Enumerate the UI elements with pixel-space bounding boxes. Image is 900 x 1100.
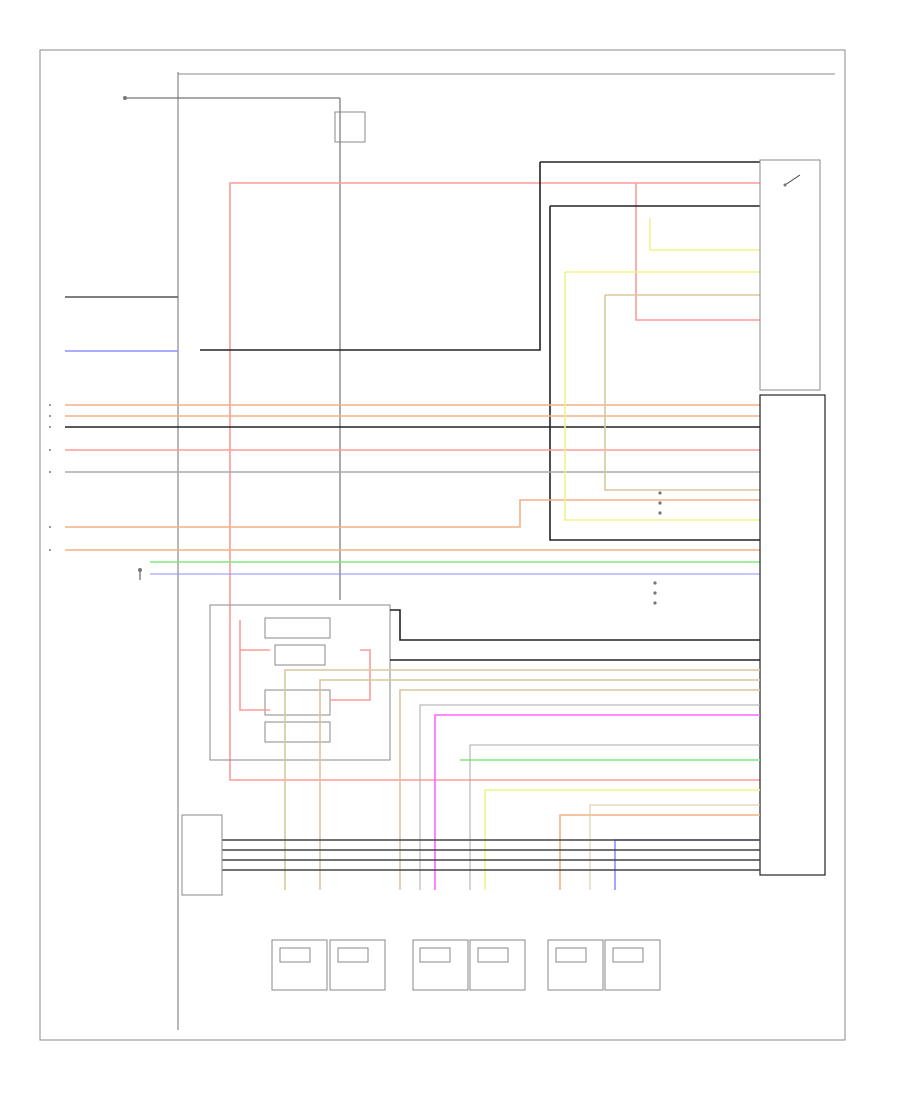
wire-violet-1 (434, 714, 760, 890)
wire-tan-3 (319, 679, 760, 890)
wire-black-harness (200, 161, 760, 351)
wire-black-5 (222, 839, 760, 871)
wire-orange-5 (559, 814, 760, 890)
sensor-bank-2 (412, 939, 526, 991)
wire-gray-2 (419, 704, 760, 890)
left-markers (49, 404, 51, 551)
sensor-bank-1 (271, 939, 386, 991)
diagram-frame (39, 49, 846, 1041)
connector-icon (653, 491, 662, 605)
wire-black-2 (549, 205, 760, 541)
switch-icon (783, 174, 801, 187)
wire-tan-2 (284, 669, 760, 890)
sensor-bank-3 (547, 939, 661, 991)
wire-tan-1 (604, 294, 760, 491)
top-feed (123, 96, 366, 600)
wire-gray-3 (469, 744, 760, 890)
wire-yellow-1 (649, 218, 760, 251)
wire-yellow-3 (484, 789, 760, 890)
wire-blue-3 (614, 839, 760, 890)
ground-icon (138, 568, 142, 580)
wire-red-right (540, 182, 760, 321)
wire-black-4 (390, 609, 760, 661)
wire-red-relay (239, 620, 371, 711)
wire-tan-5 (589, 804, 760, 890)
relay-icon (264, 617, 331, 743)
relay-block (209, 604, 391, 761)
wire-orange-3 (65, 499, 760, 528)
upper-switch-module (759, 159, 821, 391)
control-module (759, 394, 826, 876)
wire-yellow-2 (564, 271, 760, 521)
wire-red-main (229, 182, 760, 781)
current-sensor (181, 814, 223, 896)
wire-tan-4 (399, 689, 760, 890)
